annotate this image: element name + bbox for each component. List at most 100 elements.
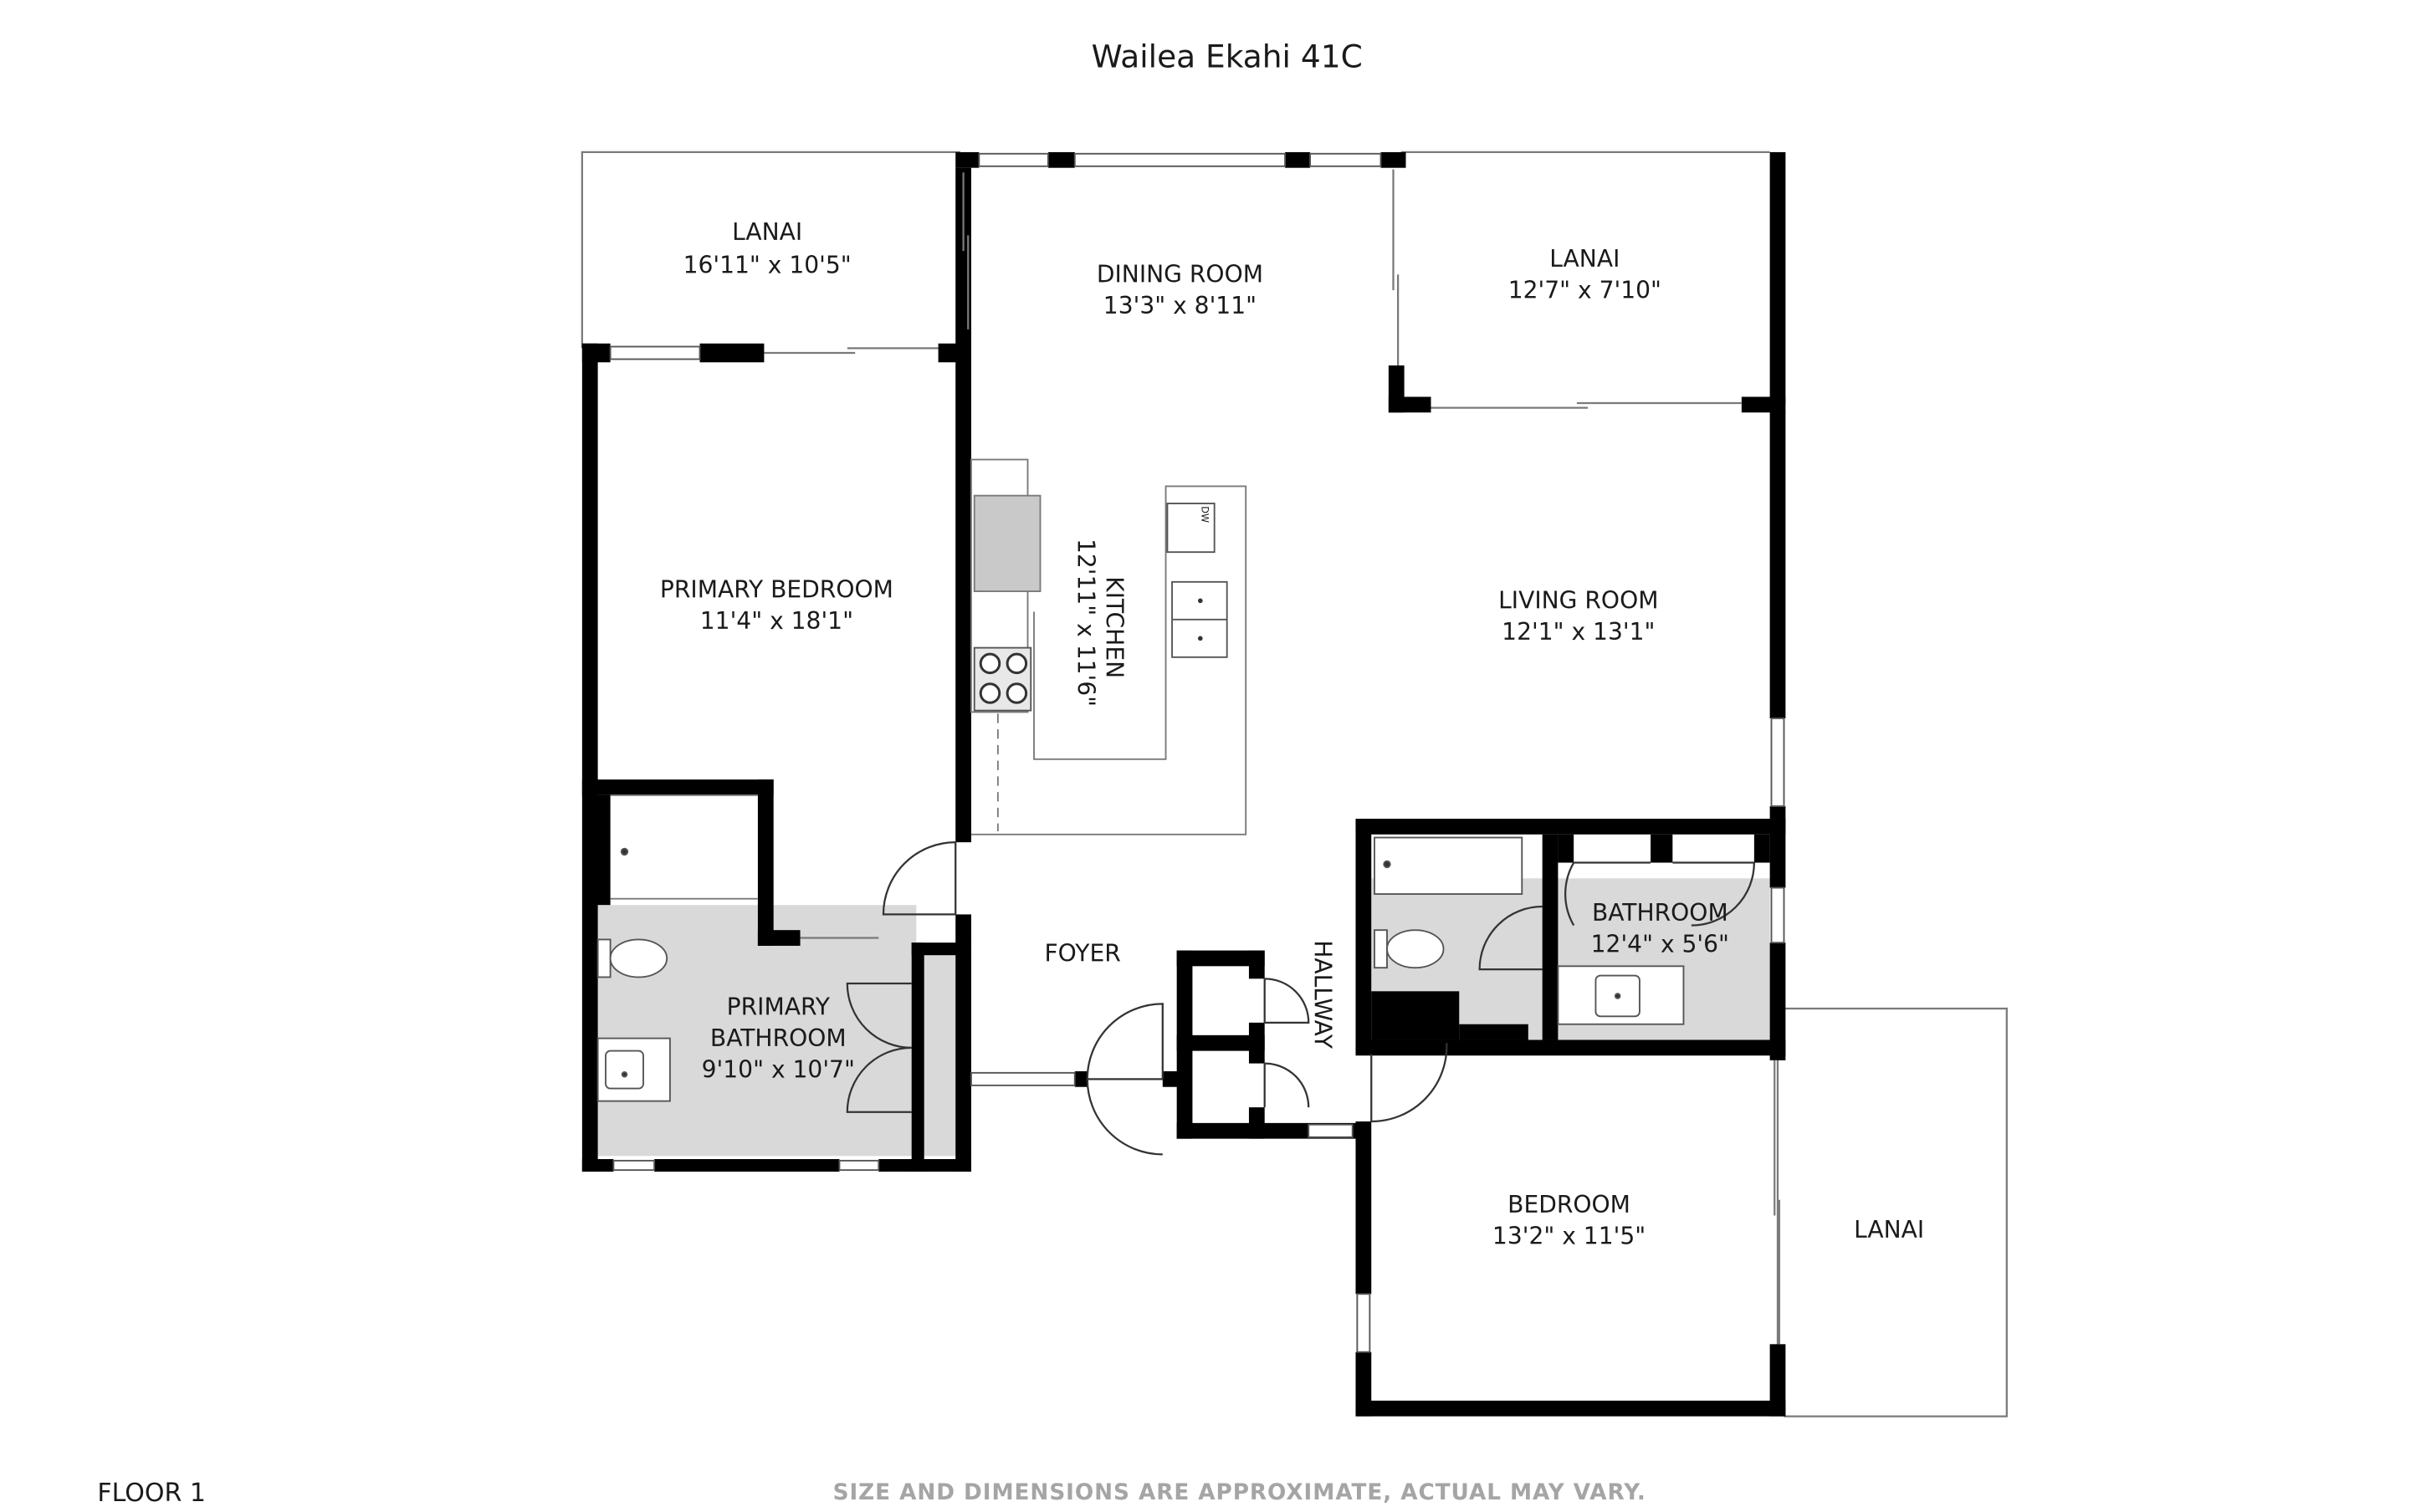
sliding-doors (764, 169, 1781, 1345)
wall-bedroom-left-low (1355, 1351, 1372, 1417)
wall-closet-top (1176, 950, 1265, 967)
bath-sink-drain (1614, 993, 1621, 999)
wall-closet-mid (1176, 1034, 1265, 1051)
pbath-toilet-tank (596, 938, 612, 978)
lanai-left-outline (581, 151, 960, 349)
dishwasher (1166, 503, 1216, 554)
primary-bathroom-line2: BATHROOM (710, 1024, 847, 1052)
wall-closet-right-c (1248, 1107, 1265, 1139)
door-entry (1086, 1003, 1164, 1156)
burner-1 (979, 652, 1001, 675)
lanai-right-dims: 12'7" x 7'10" (1508, 276, 1661, 304)
dishwasher-label: DW (1200, 506, 1210, 523)
sink-drain-2 (1197, 636, 1203, 641)
bathroom-dims: 12'4" x 5'6" (1591, 930, 1729, 958)
bath-toilet-tank (1374, 929, 1388, 969)
kitchen-island (970, 485, 1247, 835)
dining-name: DINING ROOM (1097, 261, 1263, 289)
living-dims: 12'1" x 13'1" (1502, 618, 1655, 646)
living-name: LIVING ROOM (1498, 587, 1658, 615)
door-pbath-right (846, 1046, 912, 1113)
door-pbedroom (882, 841, 957, 916)
room-labels: LANAI 16'11" x 10'5" DINING ROOM 13'3" x… (660, 218, 1924, 1249)
pbath-sink (605, 1050, 644, 1090)
pbath-sink-drain (621, 1070, 628, 1078)
hallway-name: HALLWAY (1309, 940, 1337, 1049)
wall-bath-left (1355, 819, 1372, 1055)
bedroom-dims: 13'2" x 11'5" (1492, 1222, 1646, 1249)
wall-pbath-bottom-b (654, 1159, 840, 1172)
wall-closet-right-a (1248, 950, 1265, 979)
window-right-2 (1770, 886, 1785, 944)
wall-top-1 (955, 151, 980, 168)
window-top-3 (1309, 152, 1382, 167)
wall-right-upper (1769, 151, 1786, 405)
door-closet-2 (1263, 1062, 1310, 1108)
door-bath-closet-1 (1564, 861, 1651, 927)
refrigerator (973, 494, 1042, 593)
bedroom-name: BEDROOM (1507, 1191, 1630, 1218)
wall-pbath-shower-top (911, 942, 971, 956)
pbath-toilet-bowl (609, 938, 668, 978)
door-bath-closet-2 (1672, 861, 1755, 927)
floor-label: FLOOR 1 (97, 1479, 206, 1508)
window-top-1 (978, 152, 1049, 167)
window-pbath-2 (838, 1159, 880, 1172)
wall-pb-right-low (955, 914, 971, 1172)
wall-pb-top-b (699, 343, 765, 363)
primary-bathroom-line1: PRIMARY (727, 993, 831, 1020)
wall-pbath-shower (911, 942, 924, 1172)
window-hall (1308, 1123, 1354, 1138)
wall-bath-left-lower (1355, 1121, 1372, 1295)
plan-title: Wailea Ekahi 41C (1092, 38, 1363, 75)
wall-lanai-right-end (1741, 396, 1786, 413)
wall-right-mid2 (1769, 806, 1786, 888)
burner-3 (979, 682, 1001, 704)
wall-right-lower (1769, 942, 1786, 1060)
wall-pbath-closet (594, 794, 611, 906)
kitchen-name: KITCHEN (1100, 576, 1128, 678)
window-bedroom-left (1356, 1293, 1371, 1353)
wall-pbath-top (581, 779, 774, 795)
burner-4 (1006, 682, 1028, 704)
wall-top-3 (1285, 151, 1311, 168)
wall-pbath-inner-h (757, 930, 801, 946)
bath-tub-drain (1383, 860, 1391, 869)
wall-pbath-bottom-c (878, 1159, 971, 1172)
lanai-right-name: LANAI (1549, 245, 1620, 273)
burner-2 (1006, 652, 1028, 675)
wall-right-mid (1769, 411, 1786, 718)
wall-foyer-bottom (1074, 1070, 1088, 1087)
wall-bath-divider-top (1558, 834, 1574, 863)
bath-fixtures (596, 794, 1685, 1102)
wall-pb-right (955, 167, 971, 843)
pbath-shower-valve (620, 847, 629, 856)
wall-bedroom-bottom (1355, 1400, 1786, 1417)
door-pbath-left (846, 982, 912, 1049)
door-bedroom (1370, 1043, 1448, 1123)
disclaimer: SIZE AND DIMENSIONS ARE APPROXIMATE, ACT… (833, 1480, 1646, 1505)
wall-pb-left (581, 343, 598, 1172)
wall-top-4 (1380, 151, 1406, 168)
wall-pbath-inner-v (757, 779, 774, 946)
bath-tub (1374, 836, 1523, 895)
lanai-left-name: LANAI (732, 218, 802, 246)
wall-bath-pocket (1371, 991, 1460, 1040)
primary-shower-floor (924, 942, 959, 1157)
dining-dims: 13'3" x 8'11" (1103, 292, 1257, 319)
window-pbath-1 (612, 1159, 656, 1172)
wall-bath-bottom (1459, 1024, 1528, 1040)
primary-bedroom-name: PRIMARY BEDROOM (660, 576, 893, 604)
primary-bedroom-dims: 11'4" x 18'1" (700, 607, 853, 635)
wall-bath-divider (1542, 834, 1559, 1040)
window-pb-top (609, 345, 701, 360)
kitchen-dims: 12'11" x 11'6" (1072, 539, 1100, 707)
wall-top-2 (1047, 151, 1075, 168)
wall-bath-closet-b (1753, 834, 1770, 863)
pbath-closet-line (610, 794, 758, 900)
door-closet-1 (1263, 978, 1310, 1024)
door-swings (846, 841, 1755, 1156)
lanai-outlines (581, 151, 2008, 1418)
wall-bath-top (1355, 819, 1786, 835)
